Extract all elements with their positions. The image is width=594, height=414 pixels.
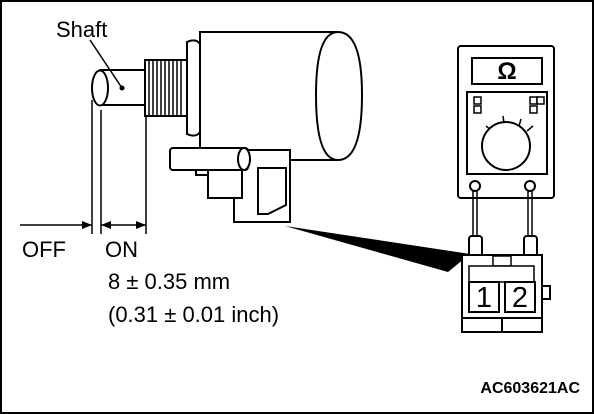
test-leads [472, 191, 533, 237]
thread-lines [148, 60, 182, 116]
shaft-leader-line [89, 39, 123, 89]
connector-socket [207, 169, 243, 199]
meter-terminal-right [524, 180, 536, 192]
stroke-spec-inch: (0.31 ± 0.01 inch) [108, 302, 279, 327]
switch-assembly [91, 31, 364, 223]
connector-callout-wedge [285, 226, 470, 272]
off-label: OFF [22, 237, 66, 262]
meter-display [471, 57, 543, 85]
meter-dial [481, 121, 531, 171]
ohmmeter-icon [457, 45, 555, 199]
side-tab [169, 147, 249, 171]
threaded-collar [144, 59, 188, 117]
stroke-spec-mm: 8 ± 0.35 mm [108, 269, 230, 294]
pin-cavity-2 [504, 281, 536, 313]
switch-body [199, 31, 364, 161]
pin-cavity-1 [468, 281, 500, 313]
figure-code: AC603621AC [480, 380, 580, 397]
meter-terminal-left [469, 180, 481, 192]
mounting-flange [186, 39, 201, 137]
on-label: ON [105, 237, 138, 262]
meter-unit-symbol: Ω [497, 58, 516, 85]
pin-label-2: 2 [512, 282, 528, 314]
connector-latch [541, 285, 551, 300]
shaft-leader-dot [119, 85, 125, 91]
harness-connector [461, 235, 551, 333]
stroke-dimension [20, 100, 147, 234]
pin-label-1: 1 [476, 282, 492, 314]
shaft-label: Shaft [56, 17, 107, 42]
